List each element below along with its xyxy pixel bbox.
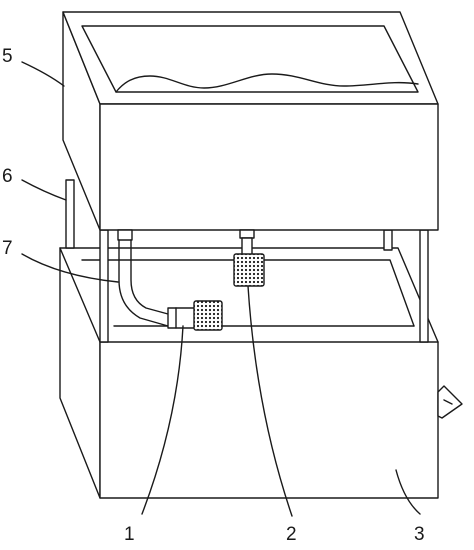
label-3: 3 [414,524,425,545]
leader-line-3 [395,469,421,515]
straight-pipe [233,229,265,287]
filter-head-1 [193,300,223,331]
label-5: 5 [2,46,13,67]
leader-line-5 [21,61,65,87]
support-leg-front-right [419,229,429,343]
leader-lines [21,61,421,517]
leader-line-2 [247,285,293,517]
upper-tank-inner-opening [81,25,419,93]
straight-pipe-top-fitting [239,229,255,239]
leader-line-1 [141,325,184,515]
label-6: 6 [2,166,13,187]
label-1: 1 [124,524,135,545]
reference-labels: 5 6 7 1 2 3 [2,46,425,545]
upper-tank-front-face [99,103,439,231]
support-legs [65,179,429,343]
outlet-nozzle-edge [443,399,453,405]
pipe-top-fitting [117,229,133,241]
filter-head-2 [233,253,265,287]
pipe-inner-wall [130,239,169,315]
label-2: 2 [286,524,297,545]
liquid-surface [115,73,419,93]
leader-line-6 [21,179,67,201]
upper-tank [62,11,439,231]
pipe-outer-wall [118,239,169,327]
outlet-nozzle [437,385,463,419]
support-leg-front-left [99,229,109,343]
lower-box-side-face [59,247,101,499]
label-7: 7 [2,238,13,259]
support-leg-back-left [65,179,75,249]
bent-pipe [117,229,223,331]
lower-box-inner-rim [81,259,415,327]
pipe-joint [167,307,197,329]
leader-line-7 [21,253,119,283]
lower-box-front-face [99,341,439,499]
support-leg-back-right [383,229,393,251]
